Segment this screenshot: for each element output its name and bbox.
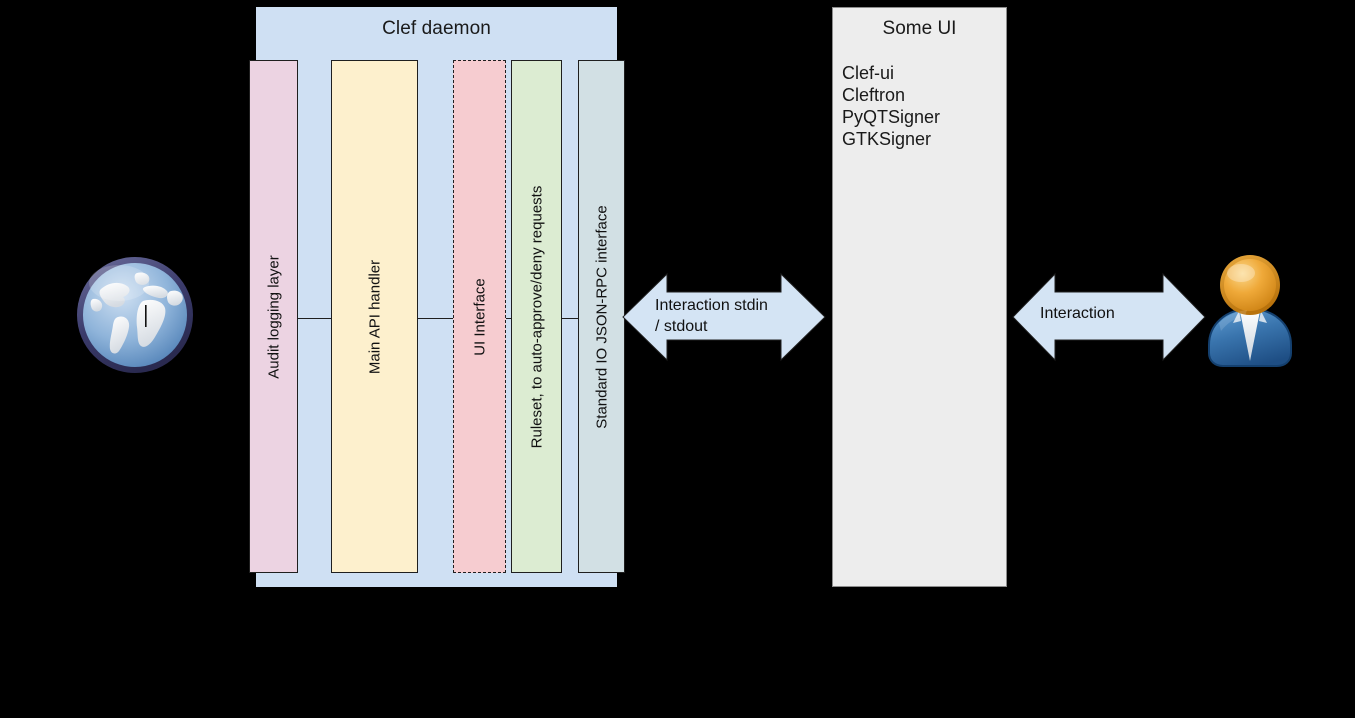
list-item[interactable]: GTKSigner (842, 129, 932, 149)
interaction-arrow-label-line1: Interaction (1040, 305, 1115, 322)
stdio-arrow-label-line1: Interaction stdin (655, 297, 768, 314)
stdio-arrow-label-line2: / stdout (655, 318, 708, 335)
column-label-standard-io: Standard IO JSON-RPC interface (593, 204, 610, 429)
list-item[interactable]: Clef-ui (842, 63, 895, 83)
list-item[interactable]: Cleftron (842, 85, 906, 105)
stdio-arrow-label: Interaction stdin / stdout (655, 295, 768, 337)
user-icon (1203, 253, 1297, 369)
clef-daemon-title: Clef daemon (382, 18, 491, 39)
connector-line-api-to-ui (418, 318, 453, 319)
connector-line-ui-to-ruleset (506, 318, 511, 319)
interaction-arrow (1011, 272, 1207, 362)
column-main-api-handler[interactable]: Main API handler (331, 60, 418, 573)
some-ui-panel (832, 7, 1007, 587)
list-item[interactable]: PyQTSigner (842, 107, 941, 127)
column-label-ui-interface: UI Interface (471, 277, 488, 356)
column-ruleset[interactable]: Ruleset, to auto-approve/deny requests (511, 60, 562, 573)
column-label-audit-logging-layer: Audit logging layer (265, 254, 282, 379)
clef-daemon-container (256, 7, 617, 587)
column-audit-logging-layer[interactable]: Audit logging layer (249, 60, 298, 573)
connector-line-audit-to-api (298, 318, 331, 319)
column-label-main-api-handler: Main API handler (366, 259, 383, 374)
connector-line-ruleset-to-stdio (562, 318, 578, 319)
globe-icon (75, 255, 195, 375)
column-ui-interface[interactable]: UI Interface (453, 60, 506, 573)
some-ui-list: Clef-ui Cleftron PyQTSigner GTKSigner (842, 62, 1002, 150)
column-standard-io[interactable]: Standard IO JSON-RPC interface (578, 60, 625, 573)
some-ui-title: Some UI (882, 18, 957, 39)
column-label-ruleset: Ruleset, to auto-approve/deny requests (528, 185, 545, 448)
stdio-arrow (621, 272, 827, 362)
interaction-arrow-label: Interaction (1040, 303, 1115, 324)
